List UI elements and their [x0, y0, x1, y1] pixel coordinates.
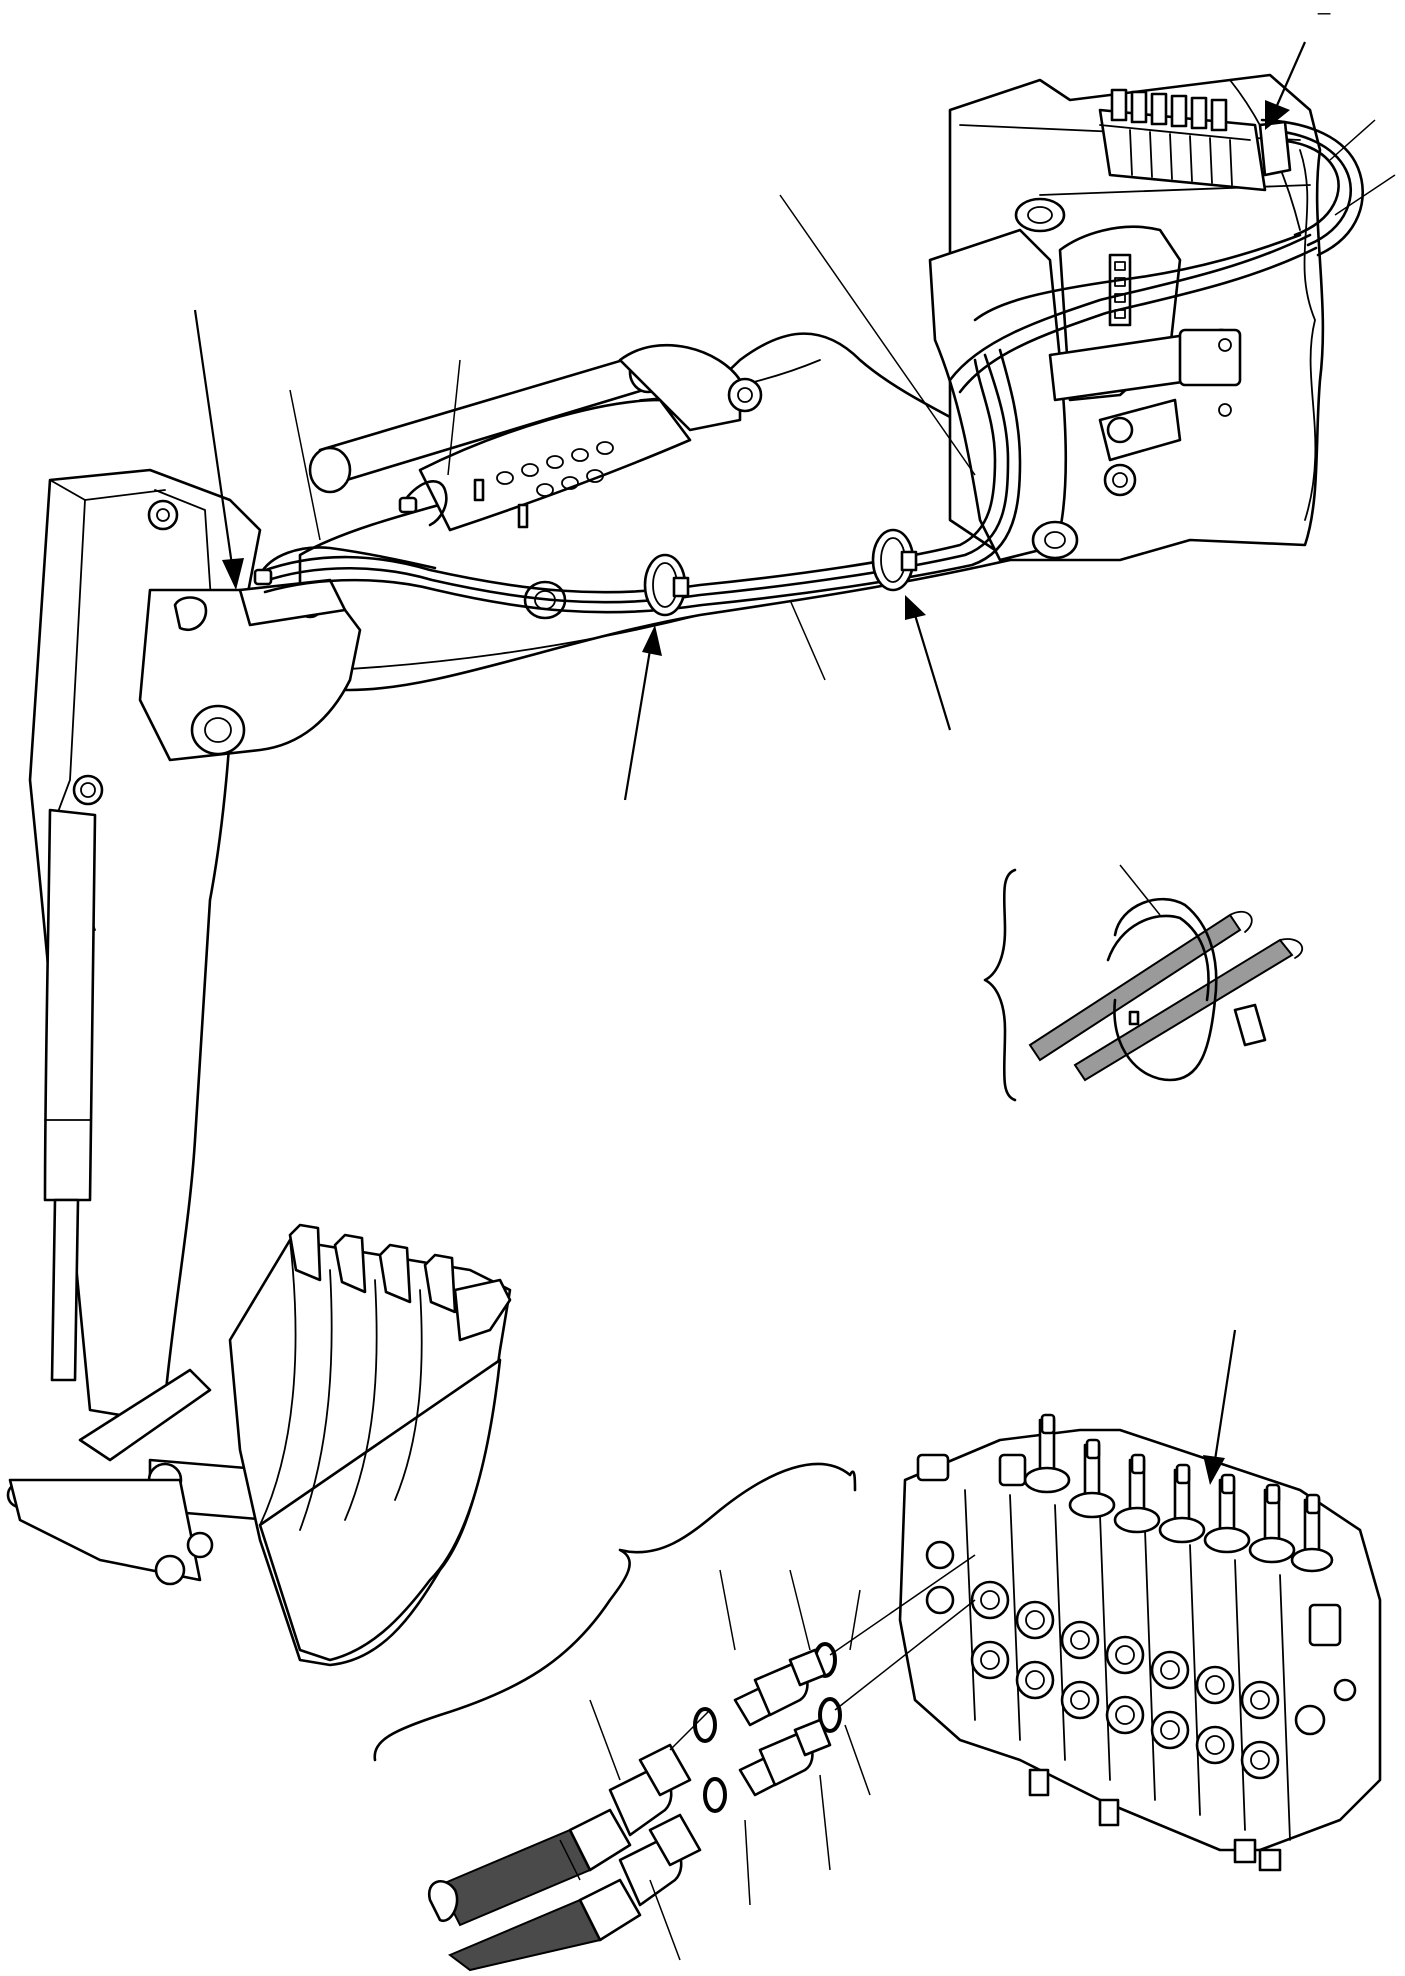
o-ring-1 — [693, 1707, 717, 1743]
hose-clamp-1 — [643, 553, 690, 617]
leader-lines — [289, 119, 1396, 1961]
arrow-top-valve — [1265, 41, 1307, 130]
corner-mark: _ — [1317, 0, 1331, 15]
o-ring-4 — [818, 1697, 842, 1733]
arrow-clamp-2 — [905, 595, 952, 731]
hose-fittings-exploded — [373, 1462, 976, 1972]
clamp-detail-inset — [983, 864, 1304, 1102]
adapter-2 — [738, 1718, 832, 1797]
boom — [298, 332, 1012, 692]
control-valve-top — [1098, 88, 1292, 192]
arrow-main-valve — [1203, 1329, 1237, 1485]
hose-clamp-2 — [871, 528, 918, 592]
o-ring-2 — [703, 1777, 727, 1813]
bucket — [228, 1223, 512, 1667]
hose-bundle — [253, 118, 1365, 614]
hose-2 — [448, 1813, 702, 1972]
hose-1 — [427, 1743, 692, 1927]
adapter-1 — [733, 1648, 827, 1727]
control-valve-main — [898, 1413, 1382, 1872]
arrow-bucket-cylinder — [193, 309, 244, 590]
arrow-clamp-1 — [623, 625, 662, 801]
